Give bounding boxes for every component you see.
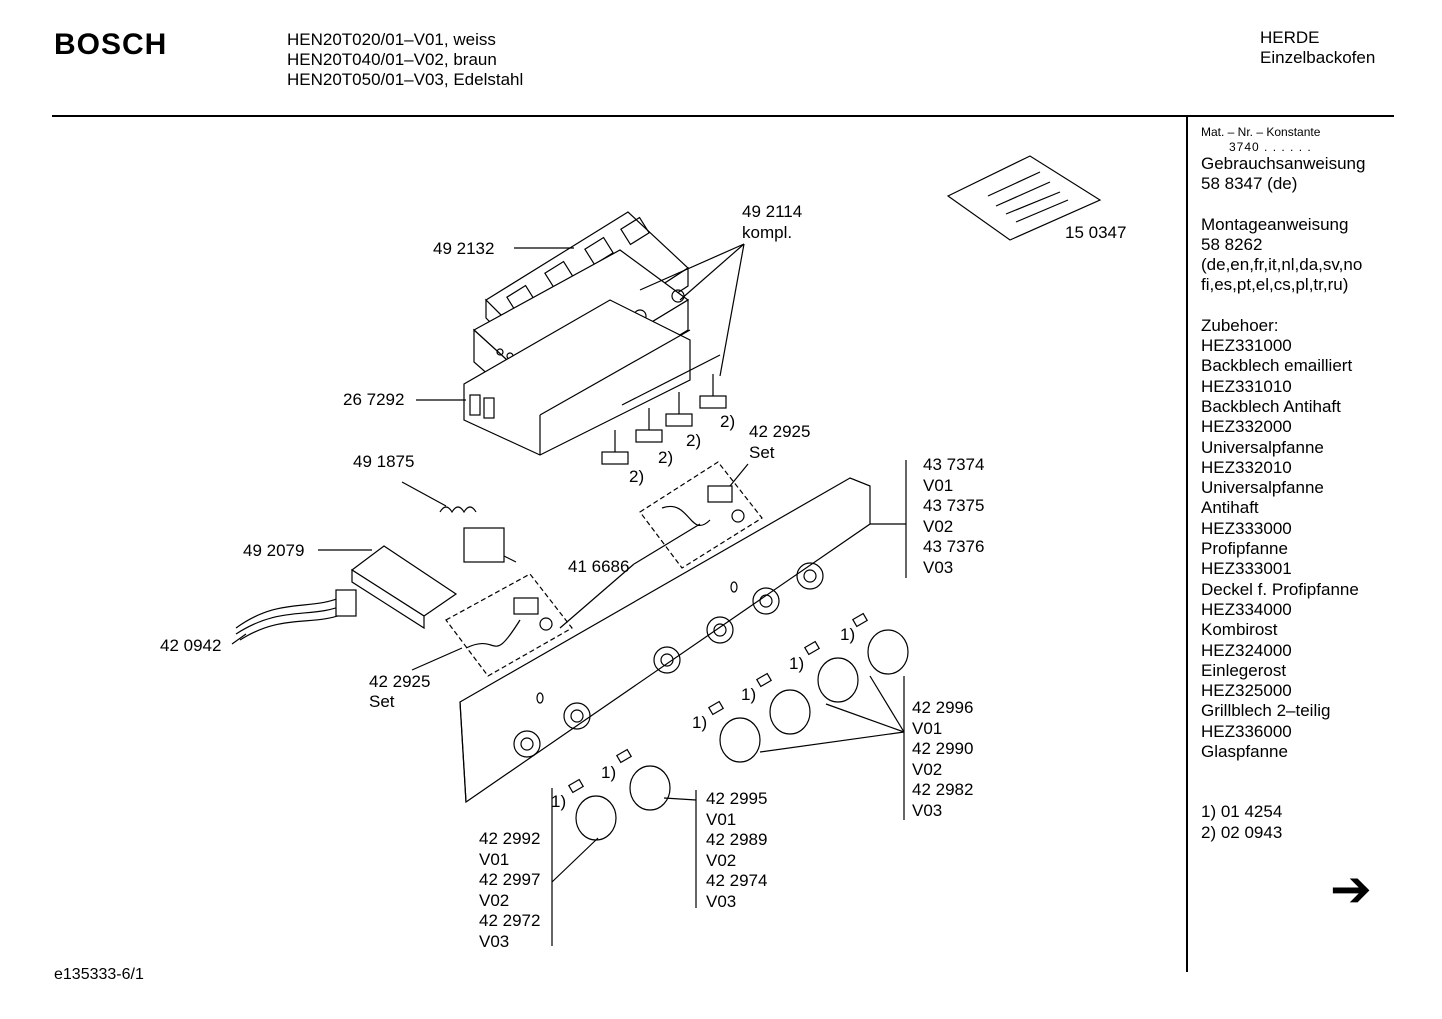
accessory-line: Einlegerost [1201, 660, 1287, 680]
accessory-line: Backblech Antihaft [1201, 396, 1341, 416]
mat-value: 3740 . . . . . . [1229, 140, 1312, 154]
note-label: 1) [840, 625, 856, 644]
footnote-line: 2) 02 0943 [1201, 822, 1283, 842]
wire-harness-part [231, 589, 357, 645]
part-label: 42 2925 [749, 422, 811, 441]
part-label: kompl. [742, 223, 793, 242]
next-page-arrow-icon[interactable]: ➔ [1330, 860, 1372, 918]
accessory-line: Zubehoer: [1201, 315, 1279, 335]
note-label: 1) [601, 763, 617, 782]
brand-logo: BOSCH [54, 28, 168, 61]
mat-title: Mat. – Nr. – Konstante [1201, 125, 1321, 139]
accessory-line: HEZ333000 [1201, 518, 1292, 538]
footnote-line: 1) 01 4254 [1201, 802, 1283, 822]
accessory-line: HEZ325000 [1201, 681, 1292, 701]
header-rule [52, 115, 1394, 117]
category-line: Einzelbackofen [1260, 48, 1376, 67]
manual-line: 58 8347 (de) [1201, 174, 1298, 194]
sidebar-info: Mat. – Nr. – Konstante 3740 . . . . . . … [1201, 125, 1436, 843]
sidebar-divider [1186, 117, 1188, 972]
part-label: 49 2132 [433, 239, 495, 258]
accessory-line: Profipfanne [1201, 539, 1288, 559]
accessory-line: HEZ332010 [1201, 457, 1292, 477]
accessory-line: HEZ331000 [1201, 336, 1292, 356]
note-label: 1) [692, 713, 708, 732]
accessory-line: Universalpfanne [1201, 478, 1324, 498]
part-label: 15 0347 [1065, 223, 1127, 242]
control-panel-part [459, 477, 906, 804]
note-label: 2) [658, 448, 674, 467]
accessory-line: HEZ332000 [1201, 417, 1292, 437]
part-label: Set [369, 692, 395, 711]
accessory-line: Glaspfanne [1201, 742, 1288, 762]
part-label: 42 2925 [369, 672, 431, 691]
lamp-set-part [411, 461, 763, 677]
note-label: 2) [720, 412, 736, 431]
accessory-line: Deckel f. Profipfanne [1201, 579, 1359, 599]
note-label: 1) [789, 654, 805, 673]
accessory-line: Universalpfanne [1201, 437, 1324, 457]
screw-bag-part [946, 155, 1102, 241]
accessory-line: HEZ331010 [1201, 376, 1292, 396]
install-line: 58 8262 [1201, 234, 1263, 254]
model-line: HEN20T050/01–V03, Edelstahl [287, 70, 524, 89]
model-line: HEN20T040/01–V02, braun [287, 50, 497, 69]
model-list: HEN20T020/01–V01, weiss HEN20T040/01–V02… [287, 30, 523, 90]
accessory-line: HEZ334000 [1201, 599, 1292, 619]
accessory-line: Kombirost [1201, 620, 1278, 640]
note-label: 2) [686, 431, 702, 450]
accessory-line: HEZ324000 [1201, 640, 1292, 660]
note-label: 1) [551, 792, 567, 811]
install-line: (de,en,fr,it,nl,da,sv,no [1201, 255, 1363, 275]
document-id: e135333-6/1 [54, 966, 144, 983]
accessory-line: HEZ336000 [1201, 721, 1292, 741]
note-label: 1) [741, 685, 757, 704]
accessory-line: Antihaft [1201, 498, 1259, 518]
part-label: 41 6686 [568, 557, 630, 576]
part-label: 49 2114 [742, 202, 803, 221]
install-line: fi,es,pt,el,cs,pl,tr,ru) [1201, 275, 1349, 295]
part-label: 26 7292 [343, 390, 405, 409]
manual-line: Gebrauchsanweisung [1201, 154, 1366, 173]
category: HERDE Einzelbackofen [1260, 28, 1375, 68]
part-label: 42 0942 [160, 636, 222, 655]
push-switch-parts [601, 374, 727, 465]
thermostat-part [401, 481, 517, 563]
accessory-line: Grillblech 2–teilig [1201, 701, 1331, 721]
install-line: Montageanweisung [1201, 214, 1349, 234]
accessory-line: Backblech emailliert [1201, 356, 1353, 376]
part-label: 49 1875 [353, 452, 415, 471]
part-label: 49 2079 [243, 541, 305, 560]
knob-parts [567, 612, 909, 841]
model-line: HEN20T020/01–V01, weiss [287, 30, 496, 49]
note-label: 2) [629, 467, 645, 486]
part-label: Set [749, 443, 775, 462]
base-frame-part [463, 299, 691, 456]
terminal-block-part [318, 545, 458, 630]
accessory-line: HEZ333001 [1201, 559, 1292, 579]
category-line: HERDE [1260, 28, 1320, 47]
